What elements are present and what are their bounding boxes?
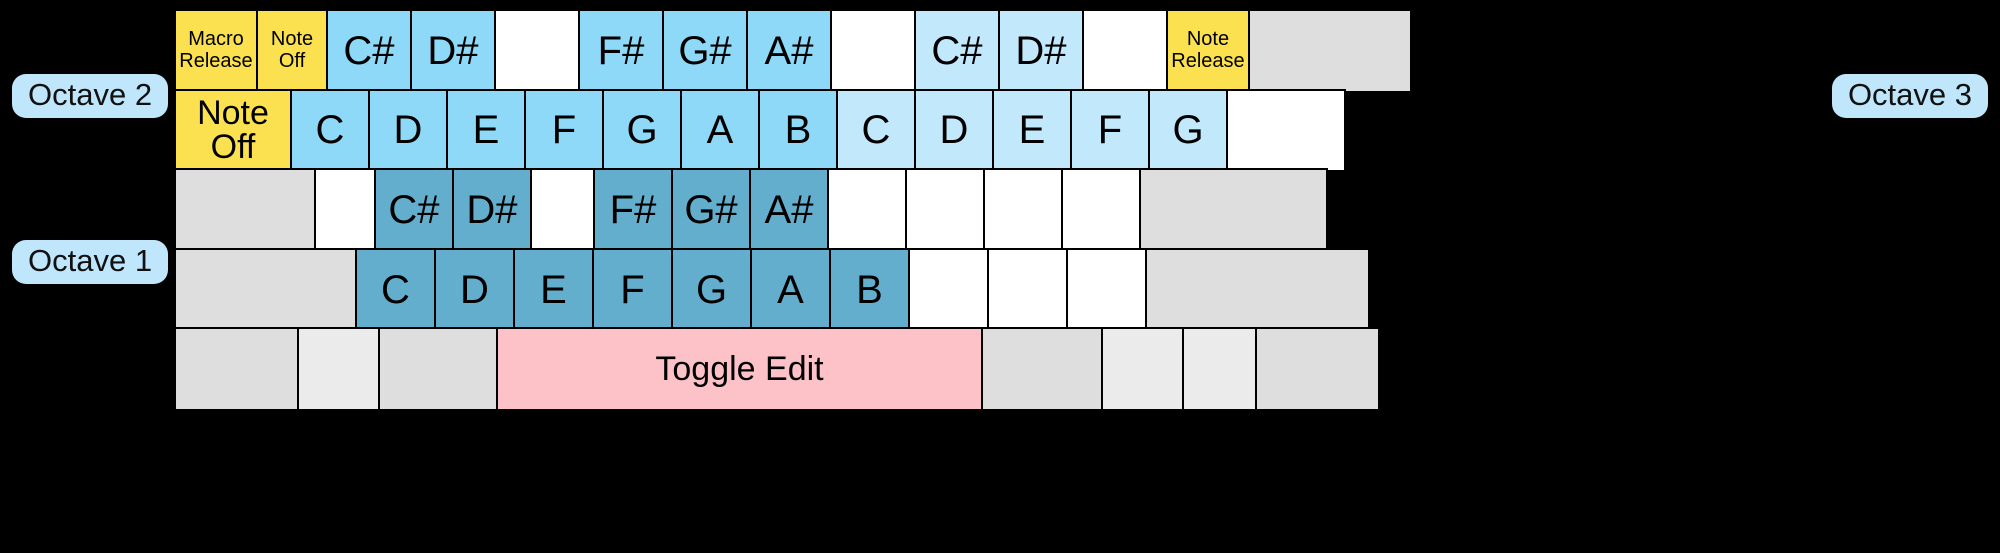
key-d-sharp[interactable]: D#: [452, 168, 532, 252]
key-c[interactable]: C: [355, 247, 436, 332]
key-e[interactable]: E: [513, 247, 594, 332]
key-blank[interactable]: [827, 168, 907, 252]
key-g-sharp[interactable]: G#: [662, 9, 748, 93]
key-blank[interactable]: [983, 168, 1063, 252]
key-c-sharp[interactable]: C#: [914, 9, 1000, 93]
key-d[interactable]: D: [368, 88, 448, 173]
key-a-sharp[interactable]: A#: [746, 9, 832, 93]
key-g-sharp[interactable]: G#: [671, 168, 751, 252]
key-g[interactable]: G: [602, 88, 682, 173]
key-d[interactable]: D: [914, 88, 994, 173]
key-d-sharp[interactable]: D#: [410, 9, 496, 93]
key-a[interactable]: A: [750, 247, 831, 332]
key-blank[interactable]: [1061, 168, 1141, 252]
key-g[interactable]: G: [671, 247, 752, 332]
key-blank[interactable]: [378, 327, 498, 411]
key-b[interactable]: B: [758, 88, 838, 173]
key-c[interactable]: C: [836, 88, 916, 173]
key-blank[interactable]: [1082, 9, 1168, 93]
key-f-sharp[interactable]: F#: [593, 168, 673, 252]
key-b[interactable]: B: [829, 247, 910, 332]
key-blank[interactable]: [987, 247, 1068, 332]
row-space: Toggle Edit: [174, 327, 1392, 411]
key-blank[interactable]: [174, 247, 357, 332]
key-blank[interactable]: [494, 9, 580, 93]
key-d-sharp[interactable]: D#: [998, 9, 1084, 93]
key-f[interactable]: F: [1070, 88, 1150, 173]
key-toggle-edit[interactable]: Toggle Edit: [496, 327, 983, 411]
key-blank[interactable]: [1182, 327, 1257, 411]
key-blank[interactable]: [908, 247, 989, 332]
key-blank[interactable]: [174, 327, 299, 411]
key-blank[interactable]: [1145, 247, 1370, 332]
key-blank[interactable]: [530, 168, 595, 252]
key-blank[interactable]: [905, 168, 985, 252]
key-c-sharp[interactable]: C#: [374, 168, 454, 252]
key-g[interactable]: G: [1148, 88, 1228, 173]
key-blank[interactable]: [174, 168, 316, 252]
key-a[interactable]: A: [680, 88, 760, 173]
key-f[interactable]: F: [592, 247, 673, 332]
key-blank[interactable]: [830, 9, 916, 93]
key-blank[interactable]: [314, 168, 376, 252]
row-asdf: C#D# F#G#A#: [174, 168, 1392, 252]
key-blank[interactable]: [981, 327, 1103, 411]
key-c[interactable]: C: [290, 88, 370, 173]
octave-1-label: Octave 1: [12, 240, 169, 284]
octave-2-label: Octave 2: [12, 74, 169, 118]
key-blank[interactable]: [1226, 88, 1346, 173]
key-blank[interactable]: [1255, 327, 1380, 411]
key-blank[interactable]: [1101, 327, 1184, 411]
key-blank[interactable]: [1248, 9, 1412, 93]
key-blank[interactable]: [1066, 247, 1147, 332]
octave-3-label: Octave 3: [1831, 74, 1988, 118]
key-f-sharp[interactable]: F#: [578, 9, 664, 93]
key-a-sharp[interactable]: A#: [749, 168, 829, 252]
key-d[interactable]: D: [434, 247, 515, 332]
key-c-sharp[interactable]: C#: [326, 9, 412, 93]
key-blank[interactable]: [297, 327, 380, 411]
key-e[interactable]: E: [992, 88, 1072, 173]
key-blank[interactable]: [1139, 168, 1328, 252]
key-f[interactable]: F: [524, 88, 604, 173]
key-e[interactable]: E: [446, 88, 526, 173]
